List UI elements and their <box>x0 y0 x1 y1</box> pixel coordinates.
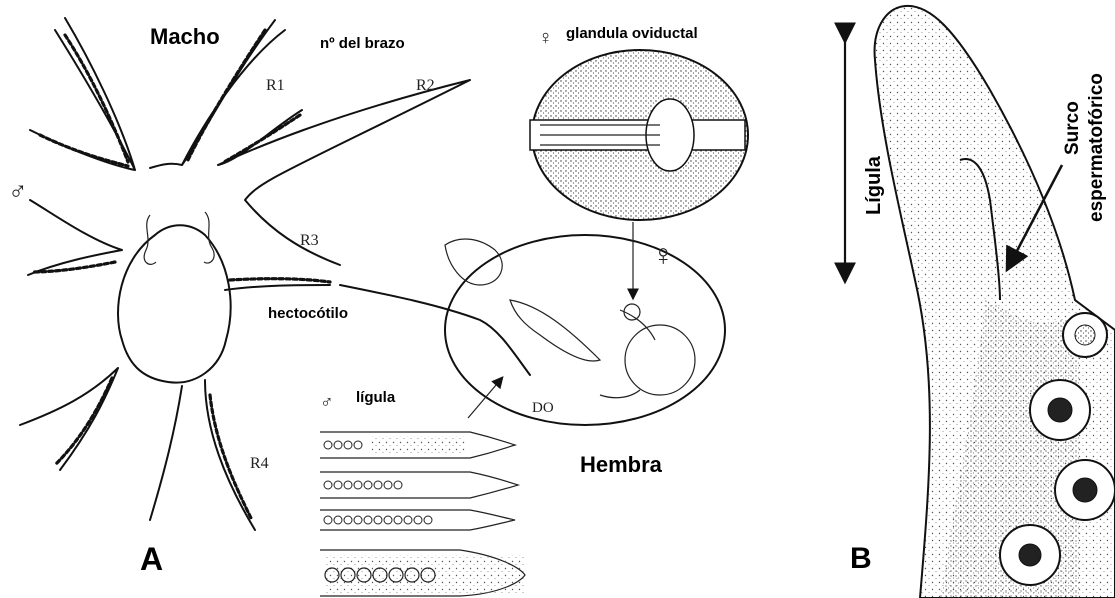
male-eye-right <box>204 212 214 263</box>
groove-label-line1: Surco <box>1062 101 1083 155</box>
male-arm-suckers-4 <box>224 115 300 162</box>
male-title: Macho <box>150 24 220 49</box>
ligula-label-b: Lígula <box>863 155 885 215</box>
male-symbol: ♂ <box>8 177 28 206</box>
female-oviduct <box>600 310 655 398</box>
ligula-variants <box>320 432 525 596</box>
panel-b-letter: B <box>850 542 872 575</box>
female-symbol: ♀ <box>652 239 675 272</box>
ligula-label-a: lígula <box>356 389 396 406</box>
oviducal-gland-illustration <box>530 50 748 220</box>
ligula-variant-2 <box>320 472 518 498</box>
female-head <box>445 239 502 285</box>
groove-label-line2: espermatofórico <box>1086 73 1107 222</box>
do-label: DO <box>532 400 554 416</box>
male-arm-suckers-6 <box>210 395 252 520</box>
panel-b: Lígula Surco espermatofórico B <box>845 6 1115 598</box>
female-title: Hembra <box>580 452 663 477</box>
panel-a-letter: A <box>140 541 163 577</box>
arm-label-r3: R3 <box>300 232 319 249</box>
male-arm-suckers-5 <box>230 279 330 282</box>
male-arm-suckers-8 <box>32 262 115 272</box>
ligula-variant-4 <box>320 550 525 596</box>
panel-a: Macho nº del brazo R1 R2 R3 R4 ♂ hectocó… <box>8 18 748 596</box>
female-gill <box>510 300 600 361</box>
oviducal-label: glandula oviductal <box>566 25 698 42</box>
female-oviducal-gland-small <box>624 304 640 320</box>
hectocotylus-arm <box>340 285 530 375</box>
arm-number-label: nº del brazo <box>320 35 405 52</box>
male-arm-suckers-7 <box>55 378 112 465</box>
male-mantle <box>118 225 231 382</box>
arm-label-r1: R1 <box>266 77 285 94</box>
ligula-variant-1 <box>320 432 515 458</box>
hectocotylus-label: hectocótilo <box>268 305 348 322</box>
male-arm-suckers-1 <box>40 135 128 166</box>
female-ovary <box>625 325 695 395</box>
arm-label-r4: R4 <box>250 455 269 472</box>
male-arm-suckers-3 <box>188 30 265 160</box>
ligula-symbol-a: ♂ <box>320 392 334 412</box>
arm-label-r2: R2 <box>416 77 435 94</box>
oviducal-symbol: ♀ <box>538 27 553 49</box>
ligula-variant-3 <box>320 510 515 530</box>
ligula-to-female-arrow <box>468 378 502 418</box>
